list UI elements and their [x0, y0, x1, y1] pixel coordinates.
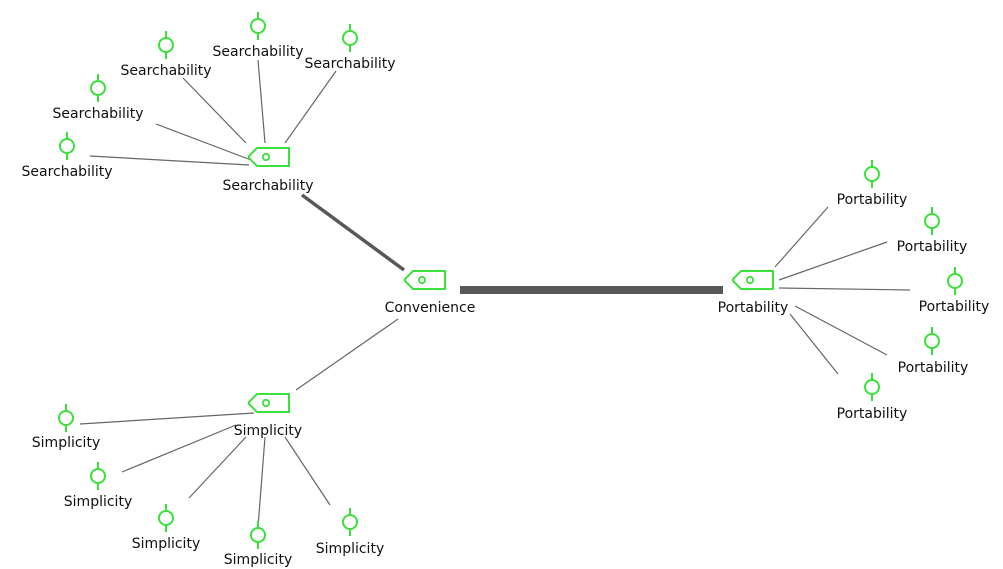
pin-icon: [59, 132, 75, 160]
pin-icon: [158, 504, 174, 532]
leaf-label-top-5: Searchability: [304, 56, 395, 72]
leaf-label-top-3: Searchability: [120, 63, 211, 79]
leaf-node-bottom-1[interactable]: Simplicity: [32, 404, 100, 451]
pin-icon: [924, 207, 940, 235]
pin-icon: [342, 24, 358, 52]
tag-icon: [732, 270, 774, 290]
edge-top-leaf-4: [257, 59, 266, 144]
leaf-node-right-4[interactable]: Portability: [898, 327, 969, 376]
pin-icon: [250, 12, 266, 40]
leaf-label-right-2: Portability: [897, 239, 968, 255]
edge-bottom-leaf-5: [284, 436, 331, 506]
pin-icon: [90, 462, 106, 490]
leaf-node-right-1[interactable]: Portability: [837, 160, 908, 208]
leaf-label-bottom-1: Simplicity: [32, 435, 100, 451]
edge-center-top: [300, 193, 406, 272]
leaf-label-top-1: Searchability: [21, 164, 112, 180]
leaf-label-right-5: Portability: [837, 406, 908, 422]
leaf-node-bottom-3[interactable]: Simplicity: [132, 504, 200, 552]
pin-icon: [864, 373, 880, 401]
tag-icon: [248, 147, 290, 167]
edge-bottom-leaf-2: [121, 424, 237, 473]
pin-icon: [250, 521, 266, 549]
pin-icon: [947, 267, 963, 295]
leaf-label-right-1: Portability: [837, 192, 908, 208]
leaf-label-right-4: Portability: [898, 360, 969, 376]
leaf-node-top-5[interactable]: Searchability: [304, 24, 396, 72]
pin-icon: [58, 404, 74, 432]
leaf-node-top-2[interactable]: Searchability: [52, 74, 144, 122]
leaf-node-right-3[interactable]: Portability: [919, 267, 990, 315]
edge-top-leaf-5: [284, 70, 337, 144]
edge-right-leaf-5: [789, 313, 839, 375]
edge-top-leaf-1: [89, 155, 250, 166]
hub-node-top[interactable]: Searchability: [222, 147, 314, 194]
hub-label-top: Searchability: [222, 178, 313, 194]
edge-bottom-leaf-4: [257, 436, 266, 528]
leaf-node-top-3[interactable]: Searchability: [120, 31, 212, 79]
leaf-label-top-4: Searchability: [212, 44, 303, 60]
edge-right-leaf-3: [778, 287, 911, 291]
edges: [79, 59, 911, 528]
pin-icon: [342, 508, 358, 536]
hub-label-bottom: Simplicity: [234, 423, 302, 439]
hub-label-right: Portability: [718, 300, 789, 316]
leaf-label-bottom-3: Simplicity: [132, 536, 200, 552]
edge-top-leaf-3: [182, 77, 247, 144]
leaf-label-bottom-5: Simplicity: [316, 541, 384, 557]
hub-node-bottom[interactable]: Simplicity: [234, 393, 302, 439]
leaf-node-right-5[interactable]: Portability: [837, 373, 908, 422]
edge-center-bottom: [295, 318, 399, 391]
pin-icon: [158, 31, 174, 59]
edge-right-leaf-4: [794, 305, 888, 356]
edge-right-leaf-2: [778, 241, 888, 281]
hub-node-center[interactable]: Convenience: [385, 270, 476, 316]
tag-icon: [248, 393, 290, 413]
pin-icon: [90, 74, 106, 102]
hub-label-center: Convenience: [385, 300, 476, 316]
leaf-label-top-2: Searchability: [52, 106, 143, 122]
edge-bottom-leaf-1: [79, 412, 255, 425]
leaf-node-right-2[interactable]: Portability: [897, 207, 968, 255]
leaf-node-bottom-2[interactable]: Simplicity: [64, 462, 132, 510]
pin-icon: [864, 160, 880, 188]
edge-top-leaf-2: [155, 123, 252, 161]
leaf-label-right-3: Portability: [919, 299, 990, 315]
leaf-node-bottom-5[interactable]: Simplicity: [316, 508, 384, 557]
leaf-node-bottom-4[interactable]: Simplicity: [224, 521, 292, 568]
leaf-node-top-1[interactable]: Searchability: [21, 132, 113, 180]
leaf-label-bottom-4: Simplicity: [224, 552, 292, 568]
edge-right-leaf-1: [774, 206, 829, 268]
hub-node-right[interactable]: Portability: [718, 270, 789, 316]
pin-icon: [924, 327, 940, 355]
leaf-node-top-4[interactable]: Searchability: [212, 12, 304, 60]
edge-bottom-leaf-3: [188, 436, 247, 499]
tag-icon: [404, 270, 446, 290]
leaf-label-bottom-2: Simplicity: [64, 494, 132, 510]
